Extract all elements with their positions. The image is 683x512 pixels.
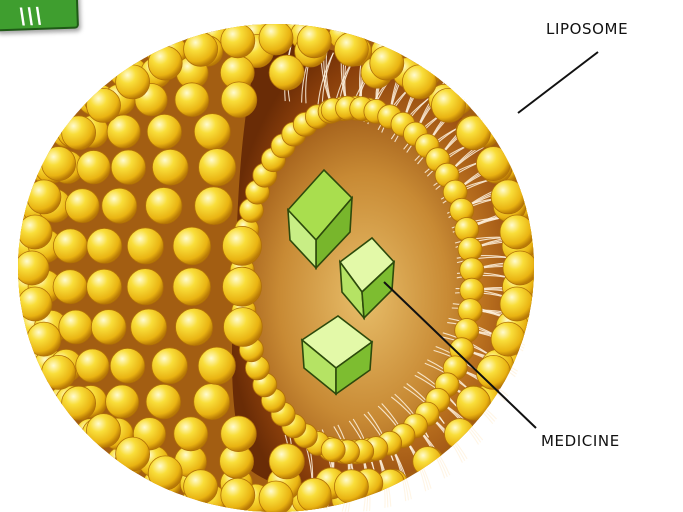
lipid-head bbox=[184, 470, 218, 504]
lipid-head bbox=[491, 322, 525, 356]
lipid-head bbox=[173, 227, 211, 265]
lipid-head bbox=[62, 386, 96, 420]
lipid-head bbox=[42, 147, 76, 181]
lipid-head bbox=[15, 251, 49, 285]
lipid-head bbox=[269, 55, 304, 90]
lipid-head bbox=[195, 187, 233, 225]
lipid-head bbox=[370, 46, 404, 80]
lipid-head bbox=[194, 384, 230, 420]
inner-lipid-head bbox=[321, 438, 345, 462]
lipid-head bbox=[184, 32, 218, 66]
lipid-head bbox=[174, 417, 208, 451]
lipid-head bbox=[111, 150, 145, 184]
lipid-head bbox=[297, 24, 331, 58]
lipid-head bbox=[152, 149, 188, 185]
badge-mark: \\\ bbox=[18, 4, 43, 30]
lipid-head bbox=[221, 82, 257, 118]
lipid-head bbox=[116, 437, 150, 471]
lipid-head bbox=[65, 189, 99, 223]
lipid-head bbox=[131, 309, 167, 345]
lipid-head bbox=[334, 470, 368, 504]
lipid-head bbox=[503, 251, 537, 285]
medicine-label: MEDICINE bbox=[541, 432, 620, 450]
lipid-head bbox=[62, 116, 96, 150]
lipid-head bbox=[269, 444, 304, 479]
lipid-head bbox=[146, 188, 182, 224]
lipid-head bbox=[199, 149, 236, 186]
lipid-head bbox=[59, 310, 93, 344]
liposome-leader-line bbox=[518, 52, 598, 113]
lipid-head bbox=[334, 32, 368, 66]
lipid-head bbox=[27, 180, 61, 214]
lipid-head bbox=[146, 384, 181, 419]
lipid-head bbox=[432, 88, 466, 122]
lipid-head bbox=[402, 65, 436, 99]
lipid-head bbox=[27, 322, 61, 356]
lipid-head bbox=[173, 268, 211, 306]
lipid-head bbox=[221, 24, 255, 58]
lipid-head bbox=[53, 270, 87, 304]
lipid-head bbox=[476, 147, 510, 181]
lipid-head bbox=[53, 229, 87, 263]
lipid-head bbox=[456, 116, 490, 150]
lipid-head bbox=[127, 269, 163, 305]
lipid-head bbox=[223, 267, 262, 306]
lipid-head bbox=[42, 355, 76, 389]
lipid-head bbox=[77, 151, 110, 184]
corner-badge: \\\ bbox=[0, 0, 79, 31]
lipid-head bbox=[476, 355, 510, 389]
lipid-head bbox=[87, 269, 122, 304]
lipid-head bbox=[87, 88, 121, 122]
lipid-head bbox=[76, 349, 109, 382]
lipid-head bbox=[259, 481, 293, 512]
lipid-head bbox=[148, 46, 182, 80]
lipid-head bbox=[91, 310, 126, 345]
lipid-head bbox=[297, 478, 331, 512]
lipid-head bbox=[147, 114, 181, 148]
lipid-head bbox=[221, 478, 255, 512]
lipid-head bbox=[102, 188, 137, 223]
lipid-head bbox=[500, 215, 534, 249]
lipid-head bbox=[259, 21, 293, 55]
liposome-label: LIPOSOME bbox=[546, 20, 628, 38]
lipid-head bbox=[175, 83, 209, 117]
lipid-head bbox=[127, 228, 163, 264]
lipid-head bbox=[106, 385, 139, 418]
lipid-head bbox=[152, 348, 188, 384]
lipid-head bbox=[445, 419, 475, 449]
lipid-head bbox=[223, 226, 262, 265]
lipid-head bbox=[116, 65, 150, 99]
lipid-head bbox=[87, 228, 122, 263]
lipid-head bbox=[224, 308, 263, 347]
lipid-head bbox=[194, 114, 230, 150]
lipid-head bbox=[198, 347, 235, 384]
lipid-head bbox=[221, 416, 257, 452]
lipid-head bbox=[18, 287, 52, 321]
lipid-head bbox=[176, 308, 213, 345]
lipid-head bbox=[110, 348, 145, 383]
lipid-head bbox=[500, 287, 534, 321]
lipid-head bbox=[148, 456, 182, 490]
lipid-head bbox=[491, 180, 525, 214]
lipid-head bbox=[87, 414, 121, 448]
lipid-head bbox=[18, 215, 52, 249]
